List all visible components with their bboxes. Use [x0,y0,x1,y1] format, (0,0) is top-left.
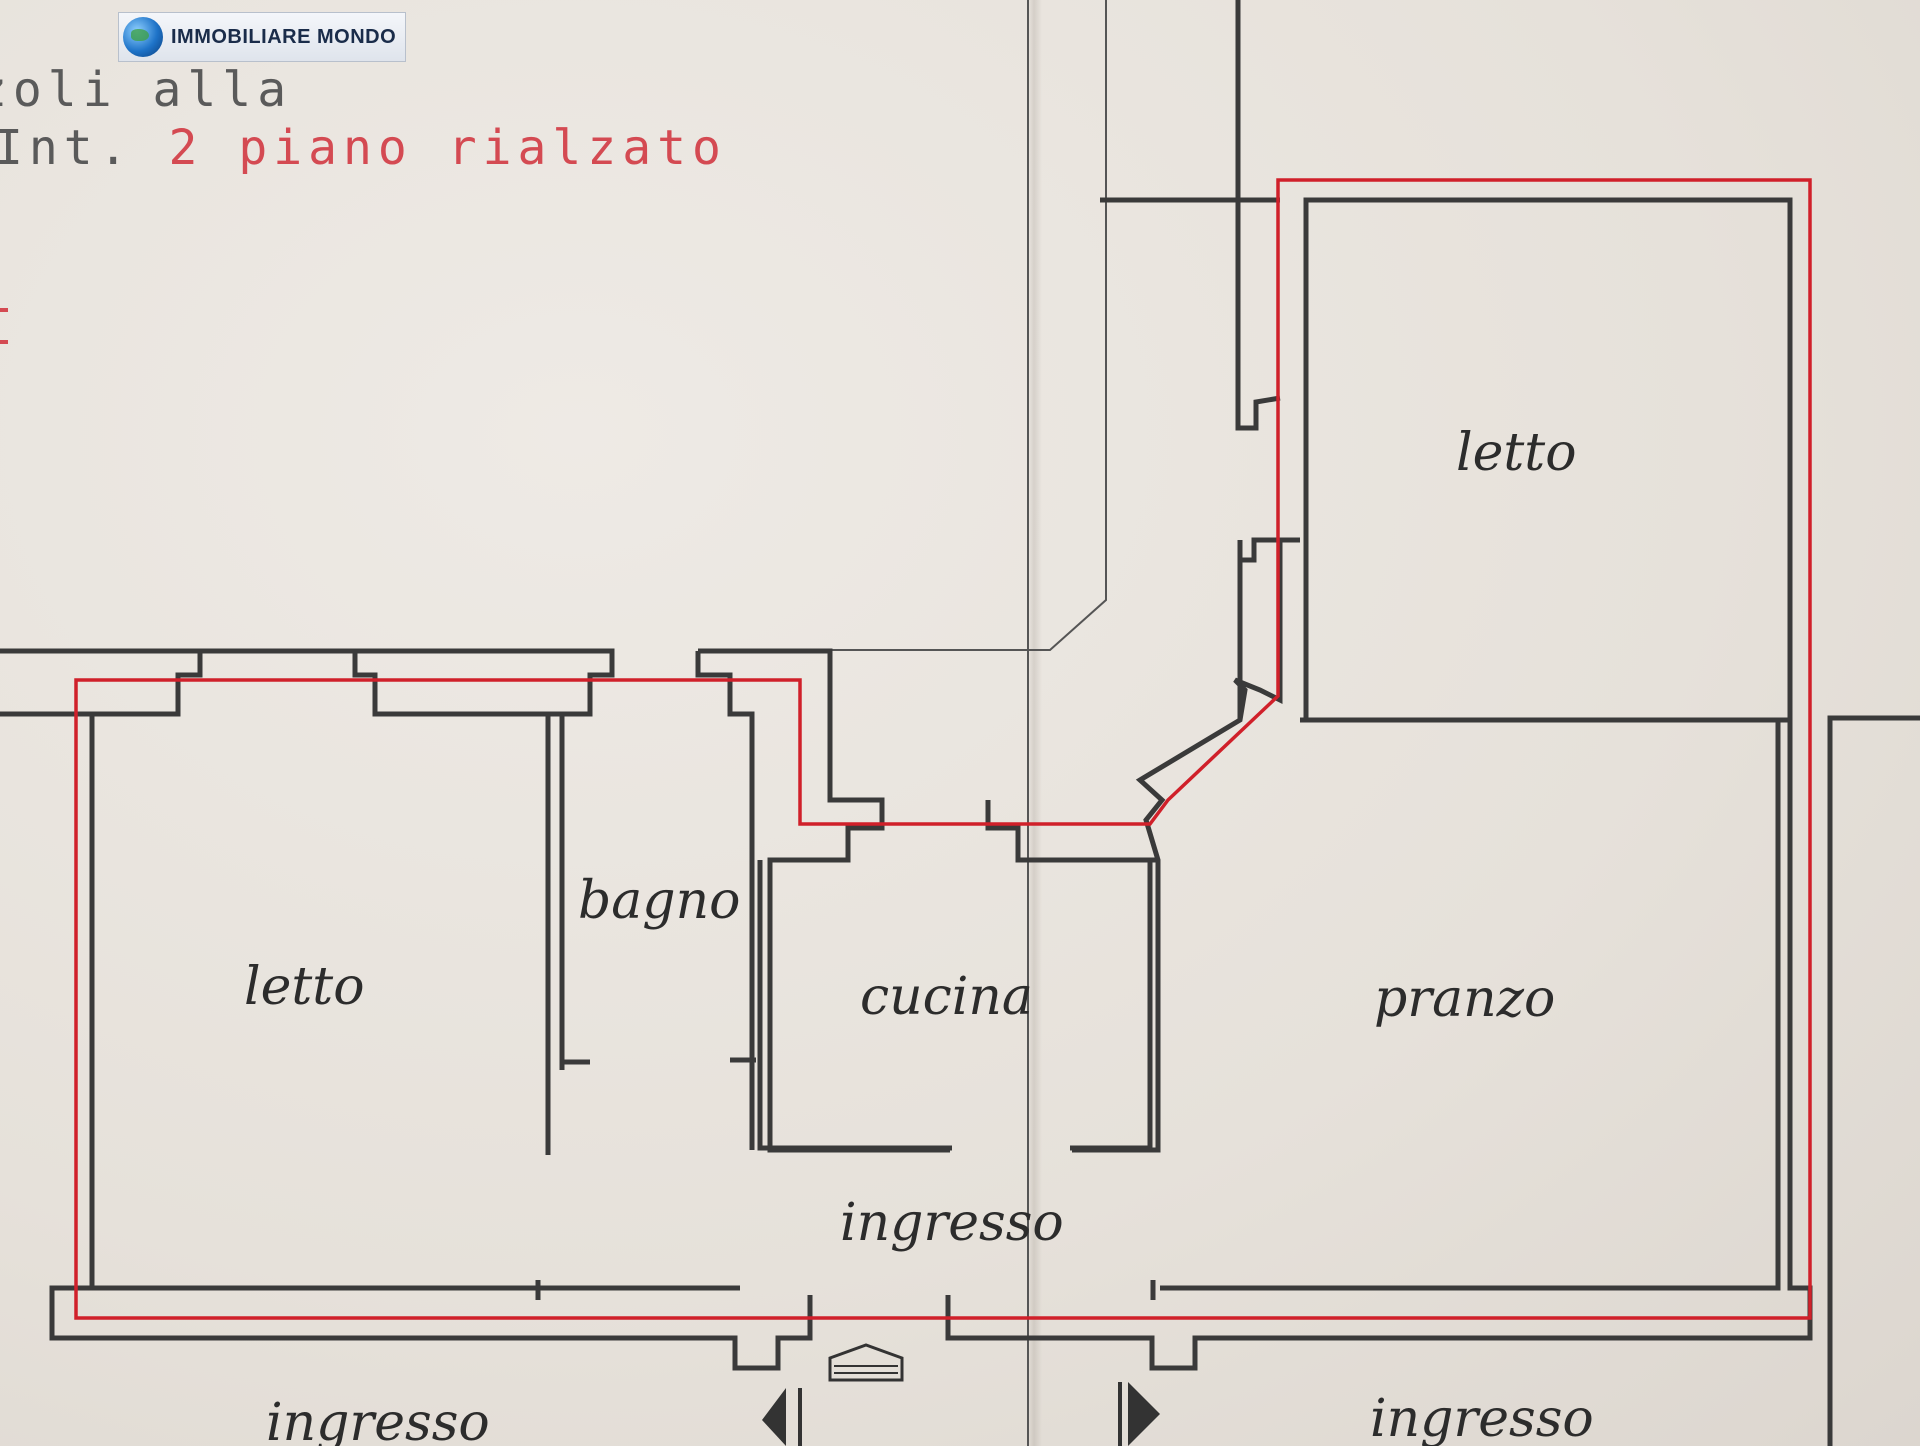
header-line-2: Int. 2 piano rialzato [0,120,727,176]
room-label-letto-left: letto [244,957,365,1017]
globe-icon [123,17,163,57]
room-label-bagno: bagno [578,871,740,931]
header-line-1: zoli alla [0,62,293,118]
entrance-arrow-right-icon [1118,1382,1160,1446]
entrance-label-left: ingresso [266,1393,490,1446]
room-label-ingresso: ingresso [840,1193,1064,1253]
entrance-label-right: ingresso [1370,1389,1594,1446]
interior-walls [535,714,1156,1300]
room-label-cucina: cucina [860,967,1033,1027]
stairwell-outline [820,0,1107,1446]
entrance-steps [828,1343,904,1382]
unit-number: 2 [168,120,204,176]
red-mark-fragment [0,308,8,344]
room-label-letto-right: letto [1456,423,1577,483]
apartment-boundary [74,178,1812,1320]
room-label-pranzo: pranzo [1374,969,1555,1029]
floor-label: piano rialzato [238,120,727,176]
logo-brand-text: IMMOBILIARE MONDO [171,25,397,48]
entrance-arrow-left-icon [762,1388,802,1446]
unit-prefix: Int. [0,120,134,176]
watermark-logo: IMMOBILIARE MONDO [118,12,406,62]
